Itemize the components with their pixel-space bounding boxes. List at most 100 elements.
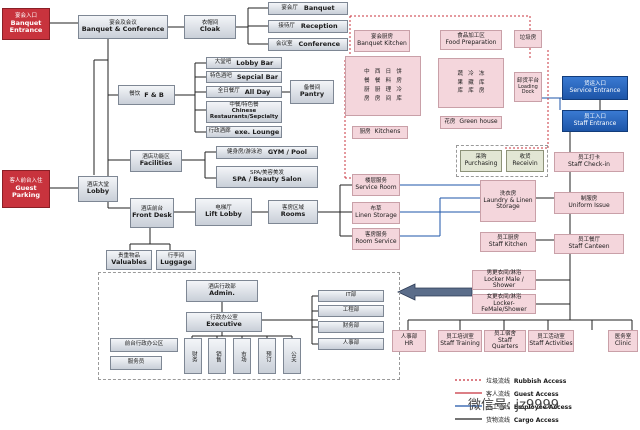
node-zh-label: 员工餐厅 <box>577 236 600 243</box>
node-en-label: Conference <box>298 40 341 49</box>
service-entrance-node: 货运入口 Service Entrance <box>562 76 628 100</box>
uniform-issue-node: 制服房 Uniform Issue <box>554 192 624 214</box>
rooms-node: 客房区域 Rooms <box>268 200 318 224</box>
food-preparation-node: 食品加工区 Food Preparation <box>440 30 502 50</box>
node-zh-label: 制服房 <box>580 195 598 202</box>
node-en-label: Linen Storage <box>355 211 397 219</box>
chinese-restaurant-node: 中餐/特色餐 Chinese Restaurants/Sepcialty <box>206 101 282 123</box>
node-en-label: Luggage <box>160 258 192 267</box>
lobby-bar-node: 大堂吧 Lobby Bar <box>206 57 282 69</box>
node-en-label: GYM / Pool <box>267 148 308 157</box>
node-zh-label: 酒店功能区 <box>142 153 170 160</box>
node-zh-label: 洗衣房 <box>499 190 517 197</box>
node-en-label: Cloak <box>199 25 221 34</box>
node-zh-label: 采购 <box>475 153 487 160</box>
node-zh-label: 行李间 <box>167 252 185 259</box>
all-day-node: 全日餐厅 All Day <box>206 86 282 98</box>
pantry-node: 备餐间 Pantry <box>290 80 334 104</box>
node-zh-label: 员工厨房 <box>496 234 519 241</box>
node-zh-label: 酒店行政部 <box>208 283 236 290</box>
node-zh-label: 财务 <box>190 350 197 362</box>
node-zh-label: 酒店前台 <box>140 205 163 212</box>
hr-node: 人事部 HR <box>392 330 426 352</box>
node-zh-label: 大堂吧 <box>214 59 232 66</box>
marketing-node: 市场 <box>233 338 251 374</box>
node-en-label: Service Entrance <box>569 86 621 94</box>
banquet-kitchen-node: 宴会厨房 Banquet Kitchen <box>354 30 410 52</box>
legend-en: Employee Access <box>513 404 572 411</box>
node-zh-label: 员工打卡 <box>577 154 600 161</box>
spa-node: SPA/美容美发 SPA / Beauty Salon <box>216 166 318 188</box>
food-storage-block: 蔬 冷 冻果 藏 库库 库 房 <box>438 58 504 108</box>
node-zh-label: 宴会入口 <box>14 13 37 20</box>
linen-storage-node: 布草 Linen Storage <box>352 202 400 224</box>
reservation-node: 预订 <box>258 338 276 374</box>
node-en-label: Reception <box>300 22 338 31</box>
node-zh-label: 布草 <box>370 205 382 212</box>
node-zh-label: 男更衣间/淋浴 <box>486 269 522 276</box>
node-zh-label: 行政酒廊 <box>208 128 231 135</box>
node-zh-label: 员工培训室 <box>446 333 474 340</box>
node-zh-label: 销售 <box>214 350 221 362</box>
laundry-node: 洗衣房 Laundry & Linen Storage <box>480 180 536 222</box>
node-zh-label: 花房 <box>444 118 456 125</box>
node-zh-label: 卸货平台 <box>516 77 539 84</box>
node-zh-label: 接待厅 <box>278 22 295 29</box>
watermark: 微信号: jz9999 <box>468 398 560 413</box>
node-zh-label: 预订 <box>264 350 271 362</box>
admin-zone-frame <box>98 272 400 380</box>
node-en-label: Staff Kitchen <box>488 240 528 248</box>
kitchens-node: 厨房 Kitchens <box>352 126 408 139</box>
node-en-label: Staff Activities <box>529 339 573 347</box>
node-zh-label: 工程部 <box>342 307 360 314</box>
node-en-label: Executive <box>206 320 242 329</box>
node-zh-label: 女更衣间/淋浴 <box>486 293 522 300</box>
banquet-entrance-node: 宴会入口 Banquet Entrance <box>2 8 50 40</box>
legend-en: Cargo Access <box>513 417 559 424</box>
front-office-admin-node: 前台行政办公区 <box>110 338 178 352</box>
banquet-conference-node: 宴会及会议 Banquet & Conference <box>78 15 168 39</box>
node-en-label: Staff Training <box>440 339 480 347</box>
green-house-node: 花房 Green house <box>440 116 502 129</box>
kitchen-sections-block: 中 西 日 饼餐 餐 料 房厨 厨 理 冷房 房 间 库 <box>345 56 421 116</box>
node-zh-label: 餐饮 <box>129 91 141 98</box>
node-zh-label: SPA/美容美发 <box>249 169 285 176</box>
node-zh-label: 客房区域 <box>281 204 304 211</box>
node-zh-label: 员工入口 <box>583 113 606 120</box>
node-en-label: Clinic <box>614 339 632 347</box>
legend-rubbish: 垃圾流线 Rubbish Access <box>486 376 566 385</box>
node-zh-label: 中餐/特色餐 <box>229 102 259 109</box>
node-en-label: Rooms <box>280 210 306 219</box>
node-en-label: Staff Entrance <box>573 119 617 127</box>
purchasing-zone-frame <box>456 145 548 177</box>
node-en-label: Purchasing <box>464 159 498 167</box>
node-en-label: SPA / Beauty Salon <box>232 175 302 184</box>
node-zh-label: 员工活动室 <box>537 333 565 340</box>
conference-node: 会议室 Conference <box>268 38 348 51</box>
node-en-label: Lift Lobby <box>205 210 242 219</box>
legend-zh: 垃圾流线 <box>486 378 511 385</box>
service-staff-node: 服务员 <box>110 356 162 370</box>
node-en-label: Banquet & Conference <box>81 25 165 34</box>
guest-parking-node: 客人前台入住 Guest Parking <box>2 170 50 208</box>
node-zh-label: 货运入口 <box>583 80 606 87</box>
node-zh-label: 前台行政办公区 <box>124 341 164 348</box>
admin-node: 酒店行政部 Admin. <box>186 280 258 302</box>
gym-pool-node: 健身房/游泳池 GYM / Pool <box>216 146 318 159</box>
node-zh-label: 全日餐厅 <box>217 88 240 95</box>
cloak-node: 衣帽间 Cloak <box>184 15 236 39</box>
node-zh-label: 食品加工区 <box>457 32 485 39</box>
valuables-node: 贵重物品 Valuables <box>106 250 152 270</box>
node-en-label: Front Desk <box>132 211 172 220</box>
service-room-node: 楼层服务 Service Room <box>352 174 400 196</box>
node-en-label: Locker-FeMale/Shower <box>481 299 527 313</box>
legend-zh: 货物流线 <box>486 417 511 424</box>
node-zh-label: IT部 <box>345 292 357 299</box>
fnb-node: 餐饮 F & B <box>118 85 175 105</box>
node-zh-label: 公关 <box>289 350 296 362</box>
legend-cargo: 货物流线 Cargo Access <box>486 415 559 424</box>
engineering-dept-node: 工程部 <box>318 305 384 317</box>
node-en-label: Uniform Issue <box>568 201 610 209</box>
node-zh-label: 酒店大堂 <box>86 181 109 188</box>
node-en-label: Staff Check-in <box>568 160 610 168</box>
